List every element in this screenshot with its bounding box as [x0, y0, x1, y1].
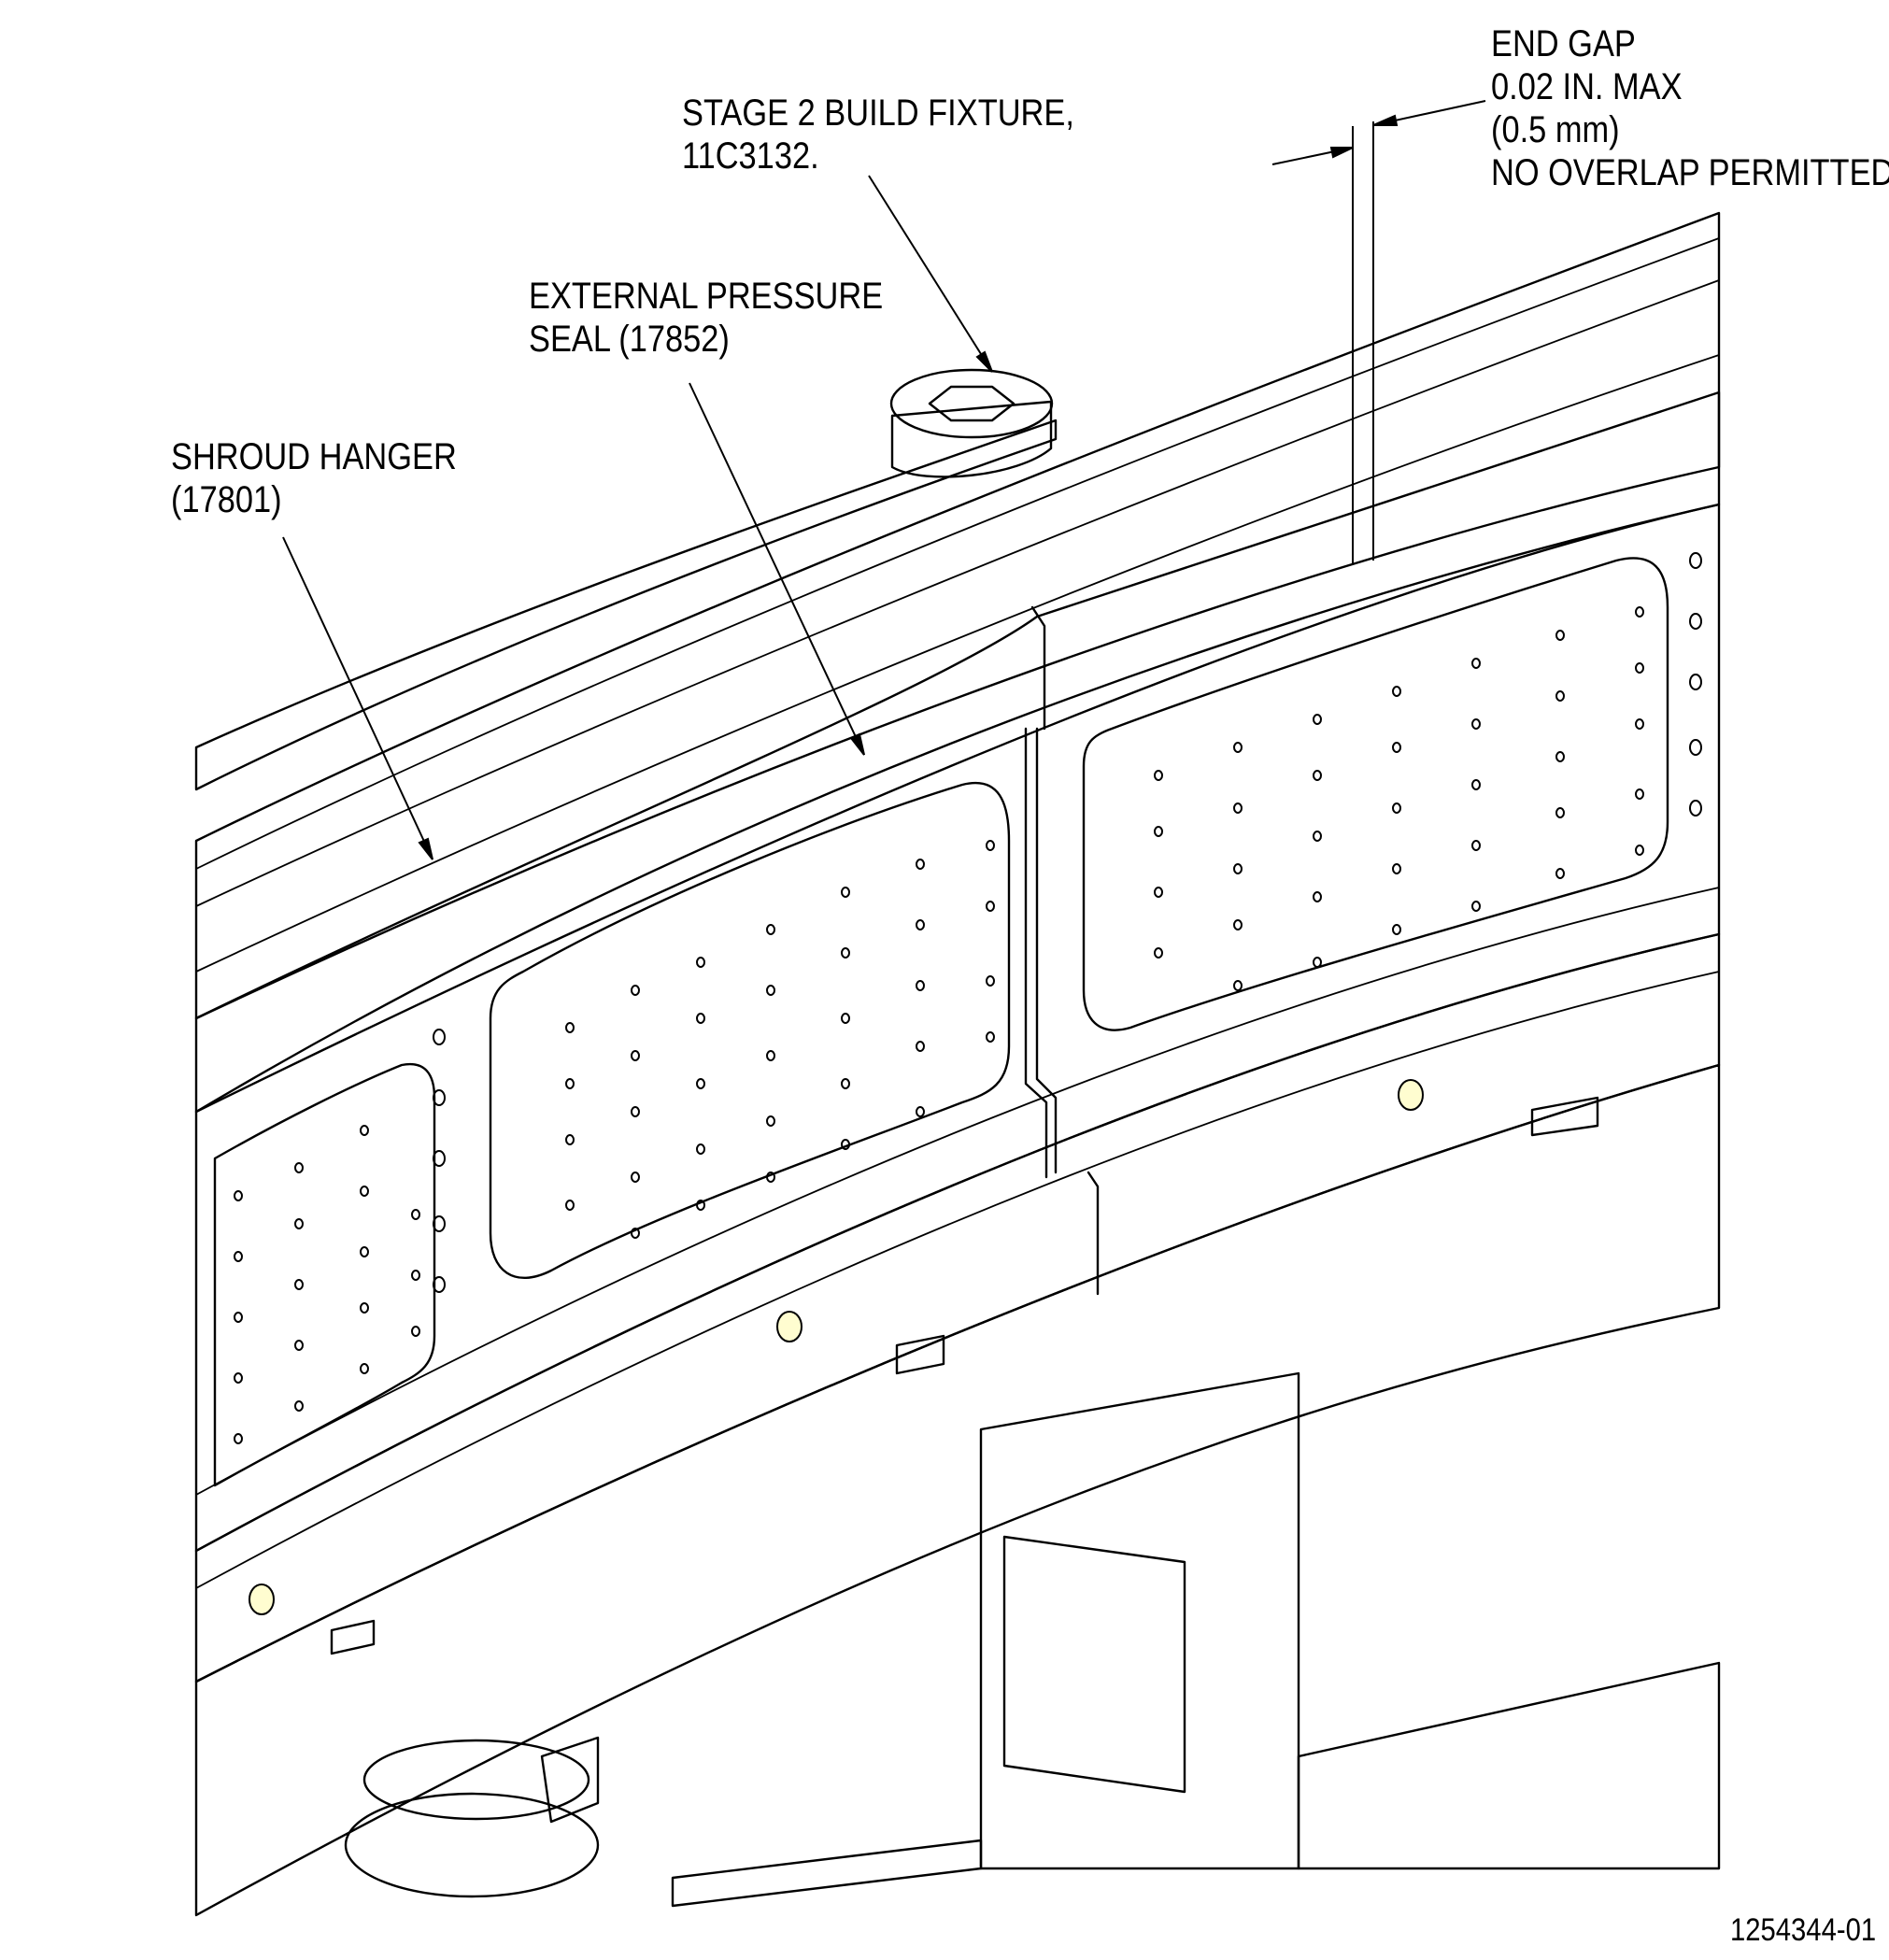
cooling-panel	[213, 1062, 436, 1487]
fixture-lower-ring	[194, 1063, 1721, 1917]
fixture-bolt	[889, 368, 1054, 478]
callout-line: SEAL (17852)	[529, 319, 730, 360]
cooling-holes	[234, 552, 1702, 1444]
fixture-base-lower-rail	[671, 1839, 983, 1908]
cooling-panel	[489, 782, 1011, 1280]
callout-line: 11C3132.	[682, 135, 819, 177]
callout-line: EXTERNAL PRESSURE	[529, 276, 884, 317]
callout-pressure-seal: EXTERNAL PRESSURE SEAL (17852)	[529, 275, 883, 361]
callout-end-gap: END GAP 0.02 IN. MAX (0.5 mm) NO OVERLAP…	[1491, 22, 1889, 194]
hex-socket	[928, 385, 1016, 422]
fixture-post	[1002, 1535, 1186, 1794]
build-fixture	[194, 419, 1721, 1917]
hanger-body	[194, 503, 1721, 1553]
fixture-base-frame	[979, 1371, 1300, 1870]
fixture-base-rail	[1297, 1661, 1721, 1870]
hanger-lower-flange	[194, 932, 1721, 1683]
callout-line: (17801)	[171, 479, 282, 520]
callout-line: (0.5 mm)	[1491, 109, 1620, 150]
callout-shroud-hanger: SHROUD HANGER (17801)	[171, 435, 457, 521]
fixture-upper-ring	[194, 419, 1058, 791]
callout-build-fixture: STAGE 2 BUILD FIXTURE, 11C3132.	[682, 92, 1074, 178]
callout-line: SHROUD HANGER	[171, 436, 457, 477]
external-pressure-seal	[194, 211, 1721, 1020]
cooling-panel	[1082, 557, 1669, 1031]
document-id: 1254344-01	[1730, 1912, 1877, 1948]
callout-line: END GAP	[1491, 23, 1636, 64]
callout-line: 0.02 IN. MAX	[1491, 66, 1683, 107]
callout-line: NO OVERLAP PERMITTED	[1491, 152, 1889, 193]
callout-line: STAGE 2 BUILD FIXTURE,	[682, 92, 1074, 134]
segment-joint	[1024, 727, 1048, 1179]
fixture-foot	[344, 1792, 600, 1898]
mounting-holes	[249, 1079, 1424, 1615]
end-gap-dimension	[1271, 100, 1486, 565]
shroud-hanger	[194, 391, 1721, 1683]
leader-lines	[282, 175, 993, 860]
